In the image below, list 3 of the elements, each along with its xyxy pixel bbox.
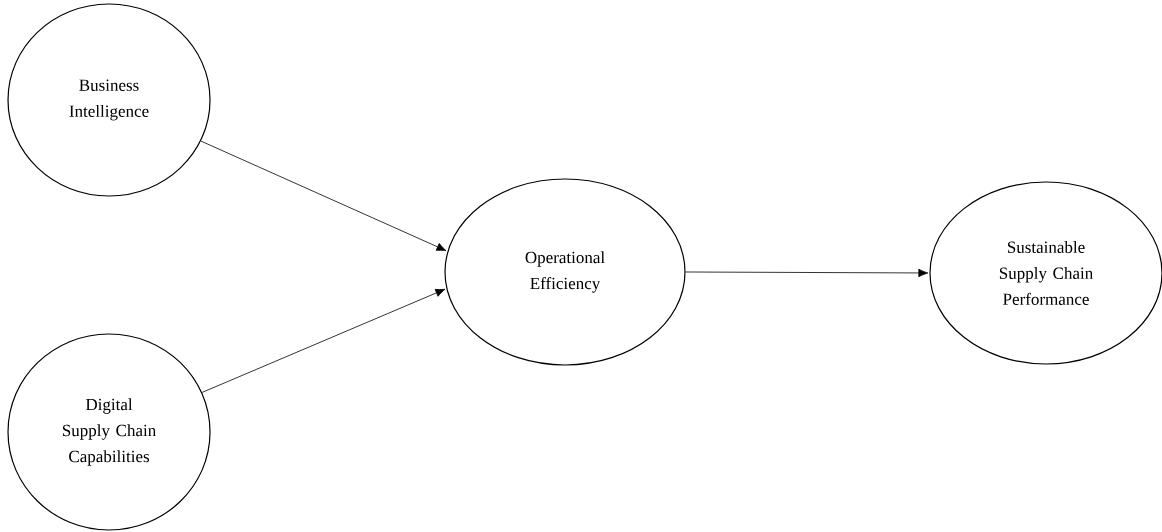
arrow [201, 288, 446, 393]
arrow [200, 140, 447, 252]
arrow [685, 268, 929, 278]
